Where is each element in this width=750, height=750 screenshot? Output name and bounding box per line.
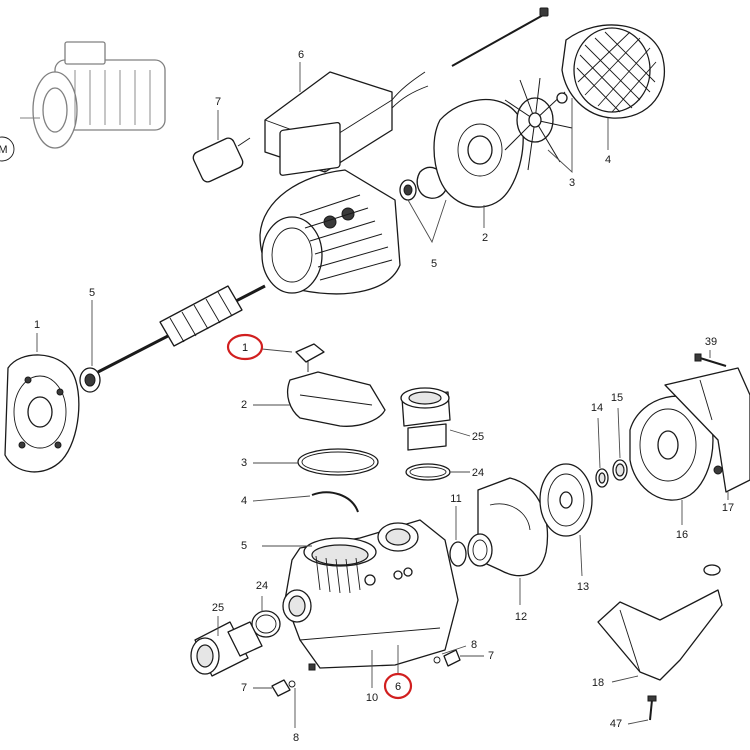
lid-o-ring-part [253, 448, 379, 476]
callout-motor-4: 4 [605, 154, 611, 166]
callout-pump-13: 13 [577, 581, 589, 593]
motor-housing-part [259, 121, 401, 295]
callout-pump-2: 2 [241, 399, 247, 411]
callout-pump-24-top: 24 [472, 467, 484, 479]
end-shield-part [433, 98, 524, 228]
callout-motor-5-lower: 5 [89, 287, 95, 299]
callout-pump-10: 10 [366, 692, 378, 704]
bearing-part-lower [79, 300, 101, 393]
front-flange-part [4, 333, 80, 473]
adapter-bracket-part [664, 367, 750, 500]
fan-cover-part [561, 24, 666, 150]
flange-bolt-part [694, 350, 727, 367]
callout-pump-18: 18 [592, 677, 604, 689]
callout-pump-7-left: 7 [241, 682, 247, 694]
tie-rod-part [451, 7, 549, 67]
drain-plug-left-part [253, 679, 296, 728]
callout-motor-7: 7 [215, 96, 221, 108]
callout-pump-1-label: 1 [242, 342, 248, 354]
drain-plug-right-part [433, 645, 484, 667]
callout-pump-39: 39 [705, 336, 717, 348]
support-foot-part [597, 564, 723, 683]
callout-motor-assembly: M [0, 136, 15, 162]
callout-pump-24-left: 24 [256, 580, 268, 592]
retaining-clip-part [252, 491, 359, 513]
callout-pump-12: 12 [515, 611, 527, 623]
callout-pump-25-top: 25 [472, 431, 484, 443]
callout-pump-1-highlighted: 1 [226, 333, 264, 361]
mechanical-seal-part [595, 407, 628, 488]
impeller-part [539, 463, 593, 577]
outlet-union-part [400, 387, 471, 481]
callout-pump-6-label: 6 [395, 681, 401, 693]
rotor-shaft-part [97, 284, 266, 374]
callout-pump-11: 11 [450, 493, 461, 505]
callout-pump-14: 14 [591, 402, 603, 414]
callout-pump-8-left: 8 [293, 732, 299, 744]
strainer-lid-part [253, 371, 386, 427]
callout-pump-47: 47 [610, 718, 622, 730]
callout-pump-5: 5 [241, 540, 247, 552]
callout-motor-5-upper: 5 [431, 258, 437, 270]
pump-body-part [262, 519, 459, 671]
callout-pump-8-right: 8 [471, 639, 477, 651]
inlet-union-part [190, 589, 312, 677]
callout-pump-4: 4 [241, 495, 247, 507]
callout-pump-3: 3 [241, 457, 247, 469]
seal-plate-part [629, 395, 714, 525]
callout-motor-6: 6 [298, 49, 304, 61]
diffuser-o-ring-part [449, 506, 467, 567]
foot-screw-part [627, 695, 657, 725]
callout-motor-1: 1 [34, 319, 40, 331]
callout-pump-7-right: 7 [488, 650, 494, 662]
callout-motor-assembly-label: M [0, 144, 8, 156]
cooling-fan-part [504, 77, 573, 174]
callout-pump-17: 17 [722, 502, 734, 514]
callout-motor-2: 2 [482, 232, 488, 244]
complete-motor-illustration [20, 41, 166, 149]
callout-pump-15: 15 [611, 392, 623, 404]
diffuser-part [467, 477, 549, 605]
lid-knob-part [261, 343, 325, 372]
callout-pump-25-left: 25 [212, 602, 224, 614]
callout-pump-6-highlighted: 6 [383, 645, 413, 700]
callout-pump-16: 16 [676, 529, 688, 541]
capacitor-part [192, 110, 251, 183]
callout-motor-3: 3 [569, 177, 575, 189]
